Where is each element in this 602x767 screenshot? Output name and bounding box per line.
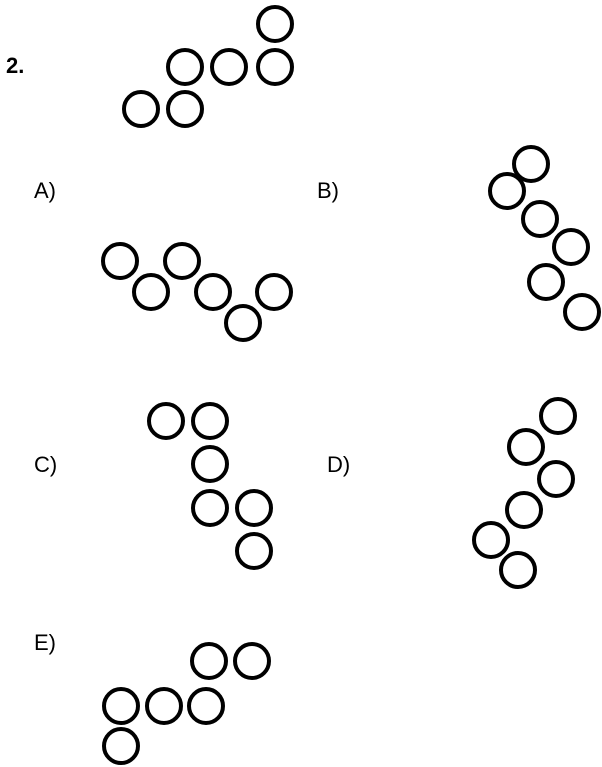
ring <box>255 273 293 311</box>
option-d-shape[interactable] <box>472 397 577 589</box>
ring <box>235 532 273 570</box>
ring <box>166 90 204 128</box>
ring <box>145 687 183 725</box>
ring <box>505 491 543 529</box>
ring <box>132 273 170 311</box>
ring <box>191 445 229 483</box>
ring <box>507 428 545 466</box>
option-d-label[interactable]: D) <box>327 452 351 477</box>
ring <box>256 48 294 86</box>
ring <box>147 402 185 440</box>
option-a-shape[interactable] <box>101 242 293 342</box>
ring <box>102 687 140 725</box>
ring <box>187 687 225 725</box>
ring <box>537 460 575 498</box>
ring <box>224 304 262 342</box>
ring <box>488 172 526 210</box>
ring <box>191 402 229 440</box>
option-b-label[interactable]: B) <box>317 178 339 203</box>
ring <box>499 551 537 589</box>
ring <box>190 642 228 680</box>
ring <box>256 5 294 43</box>
ring <box>191 489 229 527</box>
option-b-shape[interactable] <box>488 145 601 331</box>
ring <box>194 273 232 311</box>
ring <box>101 242 139 280</box>
option-c-shape[interactable] <box>147 402 273 570</box>
ring <box>210 48 248 86</box>
ring <box>563 293 601 331</box>
option-e-label[interactable]: E) <box>34 630 56 655</box>
option-c-label[interactable]: C) <box>34 452 58 477</box>
ring <box>539 397 577 435</box>
ring <box>552 228 590 266</box>
option-e-shape[interactable] <box>102 642 271 765</box>
ring <box>163 242 201 280</box>
ring <box>527 263 565 301</box>
ring <box>235 489 273 527</box>
ring <box>472 521 510 559</box>
question-shape <box>122 5 294 128</box>
option-a-label[interactable]: A) <box>34 178 56 203</box>
ring <box>233 642 271 680</box>
ring <box>521 200 559 238</box>
question-number: 2. <box>6 53 25 78</box>
ring <box>166 48 204 86</box>
ring <box>122 90 160 128</box>
ring <box>102 727 140 765</box>
ring <box>512 145 550 183</box>
